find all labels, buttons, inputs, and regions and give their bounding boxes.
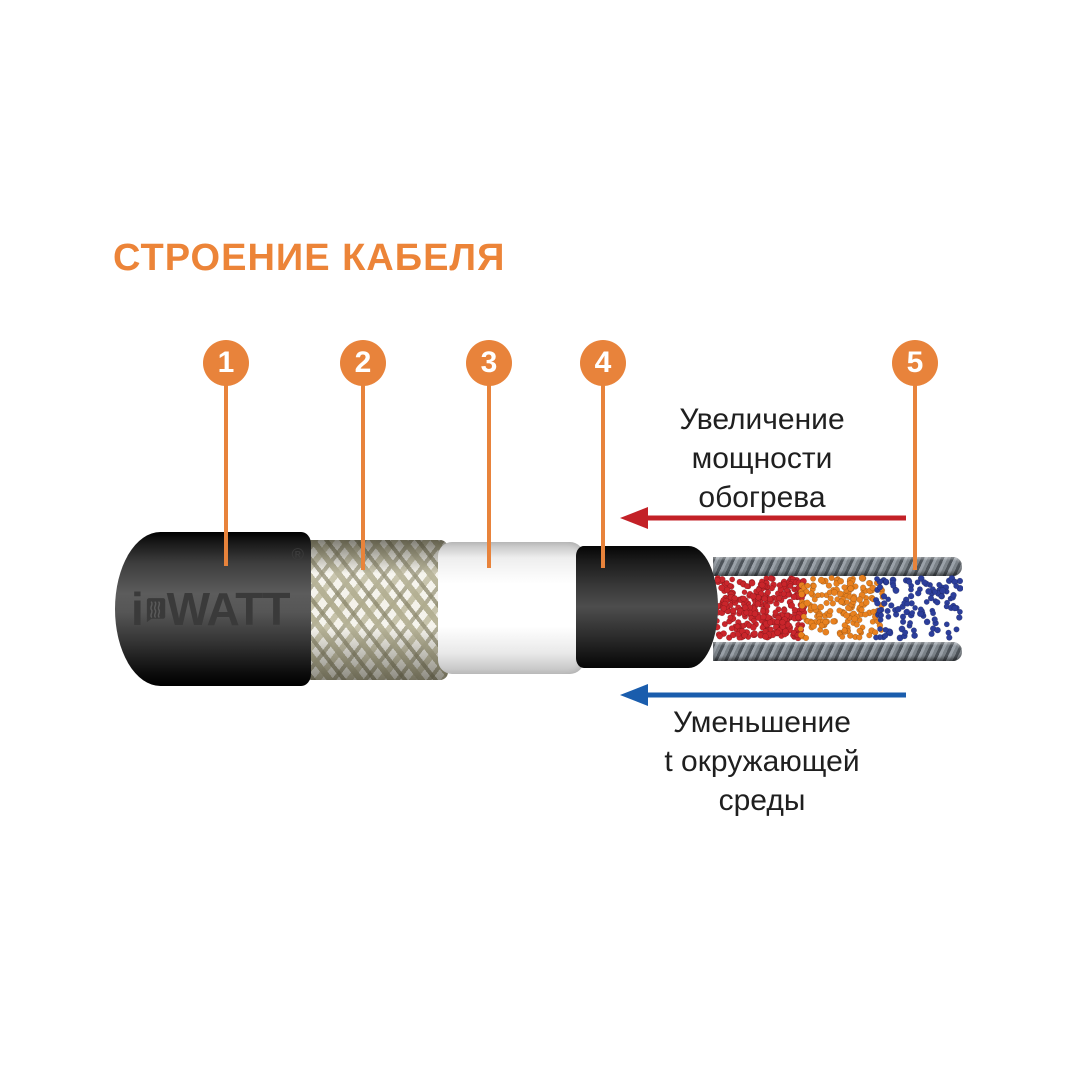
heating-power-arrow-icon xyxy=(620,507,906,529)
callout-badge-3: 3 xyxy=(466,340,512,386)
note-line: обогрева xyxy=(698,481,826,514)
brand-logo: i WATT ® xyxy=(131,532,304,686)
callout-number: 3 xyxy=(480,346,498,379)
callout-stem-2 xyxy=(361,384,365,570)
brand-logo-q-icon xyxy=(146,598,166,623)
bus-wire-top xyxy=(713,557,962,576)
braid-shading xyxy=(296,540,448,680)
insulation-layer xyxy=(438,542,584,674)
note-line: мощности xyxy=(691,442,833,475)
callout-stem-5 xyxy=(913,384,917,570)
inner-jacket-layer xyxy=(576,546,718,668)
outer-jacket-layer: i WATT ® xyxy=(115,532,311,686)
page-title: СТРОЕНИЕ КАБЕЛЯ xyxy=(113,237,506,279)
callout-badge-4: 4 xyxy=(580,340,626,386)
registered-mark: ® xyxy=(291,545,303,564)
callout-badge-2: 2 xyxy=(340,340,386,386)
callout-badge-1: 1 xyxy=(203,340,249,386)
callout-stem-3 xyxy=(487,384,491,568)
braid-shield-layer xyxy=(296,540,448,680)
heating-matrix-layer xyxy=(713,556,966,661)
heating-power-note: Увеличение мощности обогрева xyxy=(622,400,902,517)
callout-number: 5 xyxy=(906,346,924,379)
callout-number: 4 xyxy=(594,346,612,379)
callout-stem-1 xyxy=(224,384,228,566)
note-line: среды xyxy=(718,784,806,817)
callout-stem-4 xyxy=(601,384,605,568)
heating-matrix-dots xyxy=(715,574,963,642)
callout-number: 2 xyxy=(354,346,372,379)
brand-logo-prefix: i xyxy=(131,583,144,635)
bus-wire-bottom xyxy=(713,642,962,661)
brand-logo-suffix: WATT xyxy=(166,583,291,635)
ambient-temp-arrow-icon xyxy=(620,684,906,706)
note-line: t окружающей xyxy=(664,745,860,778)
ambient-temp-note: Уменьшение t окружающей среды xyxy=(622,703,902,820)
note-line: Уменьшение xyxy=(673,706,851,739)
callout-number: 1 xyxy=(217,346,235,379)
note-line: Увеличение xyxy=(679,403,845,436)
callout-badge-5: 5 xyxy=(892,340,938,386)
